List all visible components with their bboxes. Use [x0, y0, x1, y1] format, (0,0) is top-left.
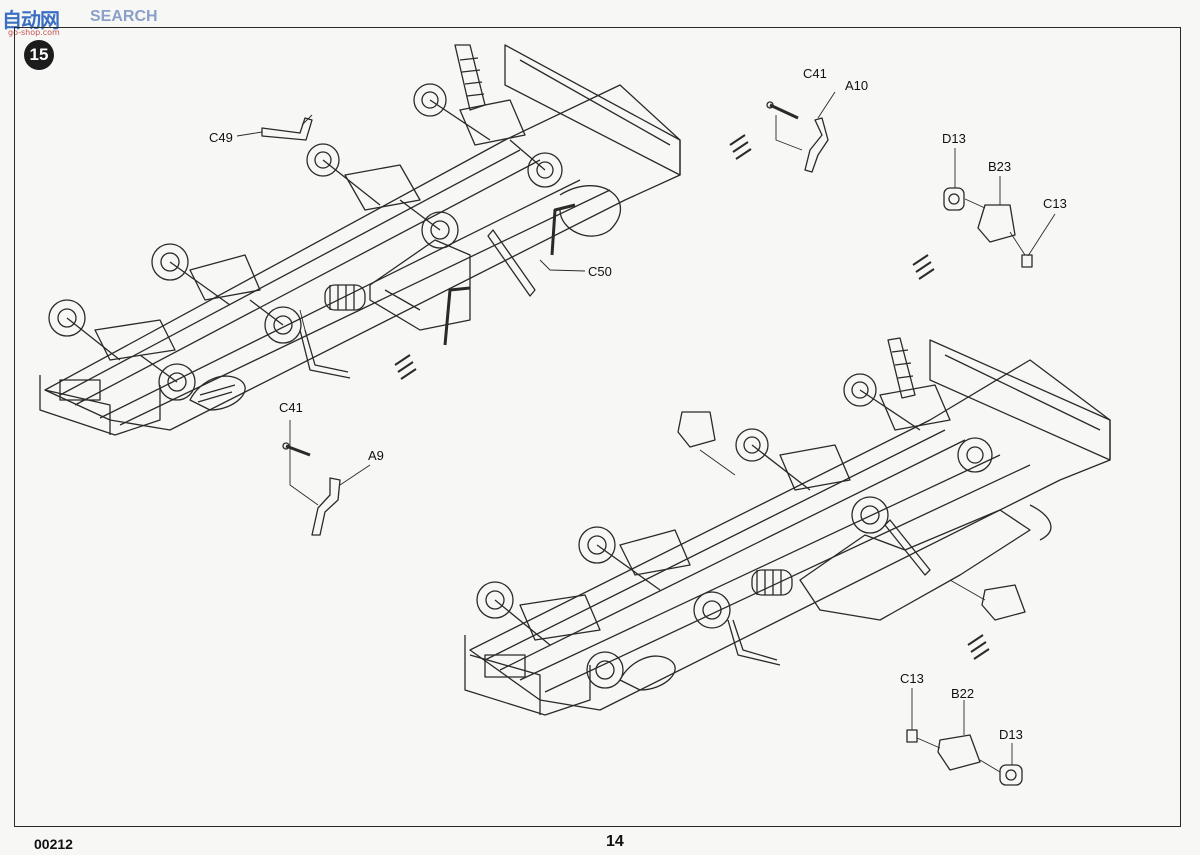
part-label-a10: A10	[845, 78, 869, 93]
part-label-c41-left: C41	[279, 400, 303, 415]
step-number-badge: 15	[24, 40, 54, 70]
lower-chassis-illustration	[464, 337, 1111, 716]
kit-code: 00212	[34, 836, 73, 852]
lower-right-parts	[906, 688, 1023, 786]
part-label-a9: A9	[368, 448, 384, 463]
part-label-b22: B22	[951, 686, 975, 701]
watermark-text: SEARCH	[90, 8, 158, 25]
upper-right-parts	[766, 91, 1056, 268]
part-label-c41-top: C41	[803, 66, 827, 81]
part-label-c13-top: C13	[1043, 196, 1067, 211]
upper-chassis-illustration	[39, 44, 935, 436]
part-label-c49: C49	[209, 130, 233, 145]
part-label-c50: C50	[588, 264, 612, 279]
lower-left-parts	[282, 420, 371, 536]
part-label-c13-bottom: C13	[900, 671, 924, 686]
page-number: 14	[606, 833, 624, 850]
part-label-d13-top: D13	[942, 131, 966, 146]
page-frame	[14, 27, 1181, 827]
part-label-d13-bottom: D13	[999, 727, 1023, 742]
watermark-logo: 自动网	[2, 8, 60, 32]
part-label-b23: B23	[988, 159, 1012, 174]
watermark-url: go-shop.com	[8, 28, 60, 37]
watermark: 自动网 SEARCH go-shop.com	[2, 4, 172, 37]
